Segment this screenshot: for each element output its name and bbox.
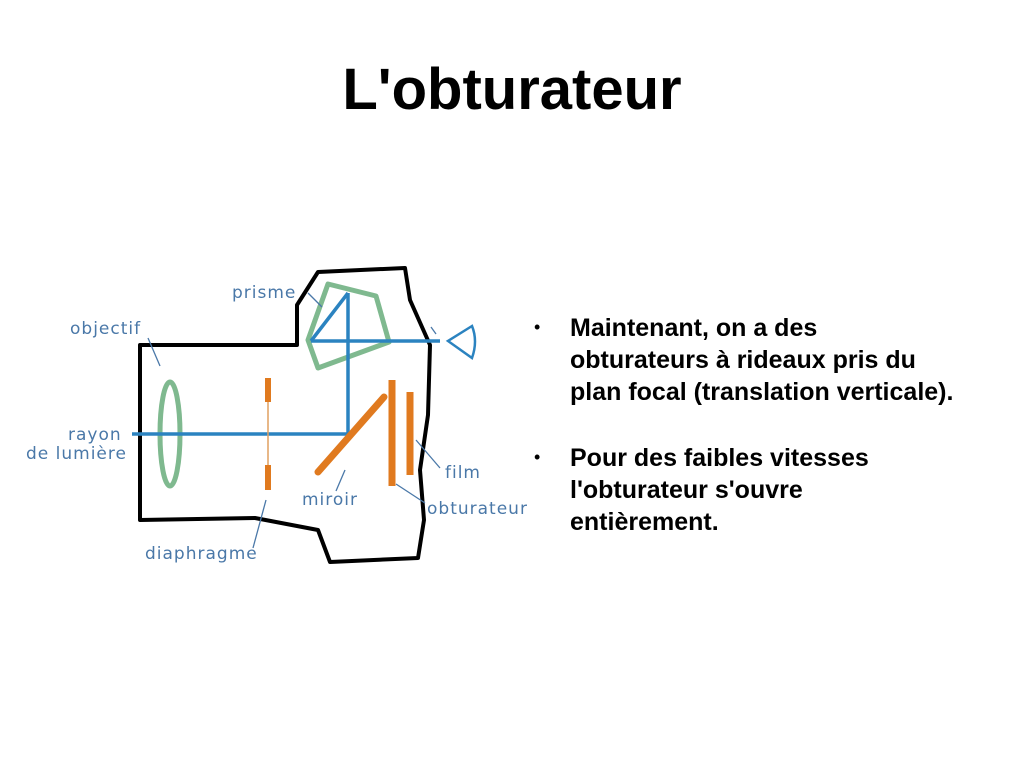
bullet-text: Maintenant, on a des obturateurs à ridea… [570, 314, 954, 406]
bullet-marker: • [534, 447, 541, 467]
camera-diagram: prisme objectif rayon de lumière miroir … [26, 266, 528, 564]
label-miroir: miroir [302, 490, 358, 510]
camera-body-outline [138, 266, 432, 564]
bullet-text: Pour des faibles vitesses l'obturateur s… [570, 444, 869, 536]
eyepiece-eye [445, 324, 477, 360]
light-ray [132, 291, 440, 436]
leader-lines [147, 292, 441, 549]
label-film: film [445, 463, 481, 483]
label-diaphragme: diaphragme [145, 544, 258, 564]
bullet-list: • Maintenant, on a des obturateurs à rid… [534, 312, 954, 572]
label-obturateur: obturateur [427, 499, 528, 519]
slide-title: L'obturateur [342, 57, 682, 122]
bullet-item: • Pour des faibles vitesses l'obturateur… [534, 442, 954, 538]
label-objectif: objectif [70, 319, 141, 339]
mirror-shape [314, 393, 388, 476]
label-rayon: rayon [68, 425, 122, 445]
label-de-lumiere: de lumière [26, 444, 127, 464]
prism-shape [305, 281, 392, 371]
bullet-item: • Maintenant, on a des obturateurs à rid… [534, 312, 954, 408]
bullet-marker: • [534, 317, 541, 337]
label-prisme: prisme [232, 283, 296, 303]
